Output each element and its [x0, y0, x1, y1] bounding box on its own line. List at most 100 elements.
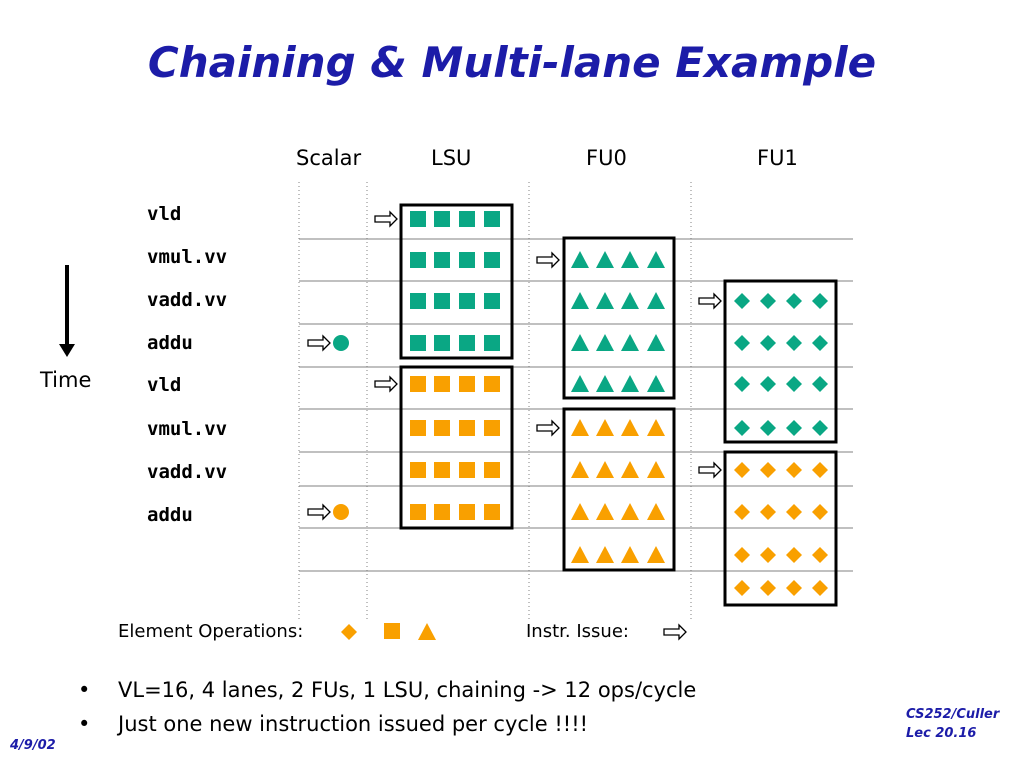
diamond-icon: [786, 580, 802, 596]
square-icon: [410, 211, 426, 227]
diamond-icon: [812, 293, 828, 309]
diamond-icon: [341, 624, 357, 640]
legend-icons: [341, 623, 687, 641]
instruction-label: vmul.vv: [147, 246, 228, 268]
square-icon: [434, 211, 450, 227]
column-header-scalar: Scalar: [296, 146, 362, 170]
instruction-boxes: [399, 203, 838, 607]
lsu-box-1: [399, 203, 514, 360]
diamond-icon: [786, 335, 802, 351]
triangle-icon: [571, 546, 589, 563]
triangle-icon: [647, 461, 665, 478]
triangle-icon: [596, 334, 614, 351]
square-icon: [459, 462, 475, 478]
legend-element-ops: Element Operations:: [118, 621, 304, 642]
square-icon: [459, 420, 475, 436]
square-icon: [484, 420, 500, 436]
issue-arrow-icon: [698, 461, 722, 479]
diamond-icon: [812, 335, 828, 351]
lecture-label: Lec 20.16: [906, 726, 977, 741]
issue-arrow-icon: [698, 292, 722, 310]
triangle-icon: [621, 251, 639, 268]
triangle-icon: [571, 251, 589, 268]
instruction-label: vld: [147, 203, 182, 225]
triangle-icon: [621, 292, 639, 309]
diamond-icon: [786, 504, 802, 520]
instruction-label: vld: [147, 374, 182, 396]
square-icon: [410, 462, 426, 478]
diamond-icon: [812, 580, 828, 596]
circle-icon: [333, 335, 349, 351]
diamond-icon: [734, 420, 750, 436]
square-icon: [410, 335, 426, 351]
diamond-icon: [734, 335, 750, 351]
row-lines: [299, 238, 853, 572]
diamond-icon: [734, 580, 750, 596]
diamond-icon: [734, 462, 750, 478]
square-icon: [410, 252, 426, 268]
square-icon: [484, 211, 500, 227]
diamond-icon: [812, 462, 828, 478]
diamond-icon: [760, 293, 776, 309]
instruction-label: addu: [147, 504, 193, 526]
square-icon: [484, 504, 500, 520]
element-operations: [333, 211, 828, 596]
square-icon: [484, 335, 500, 351]
diamond-icon: [786, 462, 802, 478]
fu1-box-2: [723, 450, 838, 607]
square-icon: [410, 376, 426, 392]
triangle-icon: [596, 251, 614, 268]
square-icon: [410, 420, 426, 436]
triangle-icon: [647, 419, 665, 436]
legend-instr-issue: Instr. Issue:: [526, 621, 629, 642]
square-icon: [434, 376, 450, 392]
diamond-icon: [734, 504, 750, 520]
square-icon: [484, 252, 500, 268]
square-icon: [434, 504, 450, 520]
diamond-icon: [734, 376, 750, 392]
diamond-icon: [786, 420, 802, 436]
triangle-icon: [596, 292, 614, 309]
triangle-icon: [596, 375, 614, 392]
square-icon: [459, 376, 475, 392]
square-icon: [434, 293, 450, 309]
slide-footer: CS252/Culler Lec 20.16: [906, 705, 999, 743]
instruction-label: addu: [147, 332, 193, 354]
square-icon: [459, 293, 475, 309]
diamond-icon: [760, 547, 776, 563]
square-icon: [434, 420, 450, 436]
issue-arrows: [307, 210, 722, 521]
triangle-icon: [596, 546, 614, 563]
diamond-icon: [812, 547, 828, 563]
triangle-icon: [621, 461, 639, 478]
triangle-icon: [647, 334, 665, 351]
circle-icon: [333, 504, 349, 520]
slide-date: 4/9/02: [10, 738, 56, 753]
diamond-icon: [760, 462, 776, 478]
lsu-box-2: [399, 365, 514, 530]
triangle-icon: [621, 546, 639, 563]
triangle-icon: [571, 375, 589, 392]
square-icon: [484, 293, 500, 309]
square-icon: [484, 376, 500, 392]
square-icon: [434, 462, 450, 478]
square-icon: [459, 252, 475, 268]
triangle-icon: [596, 419, 614, 436]
diamond-icon: [786, 293, 802, 309]
fu0-box-1: [562, 236, 676, 400]
fu0-box-2: [562, 407, 676, 572]
instruction-label: vmul.vv: [147, 418, 228, 440]
column-header-lsu: LSU: [431, 146, 472, 170]
time-label: Time: [40, 368, 92, 392]
diamond-icon: [786, 376, 802, 392]
diamond-icon: [734, 547, 750, 563]
triangle-icon: [621, 334, 639, 351]
triangle-icon: [621, 503, 639, 520]
course-label: CS252/Culler: [906, 707, 1000, 722]
diamond-icon: [760, 376, 776, 392]
issue-arrow-icon: [374, 210, 398, 228]
diamond-icon: [760, 335, 776, 351]
issue-arrow-icon: [663, 623, 687, 641]
diamond-icon: [812, 420, 828, 436]
square-icon: [459, 335, 475, 351]
